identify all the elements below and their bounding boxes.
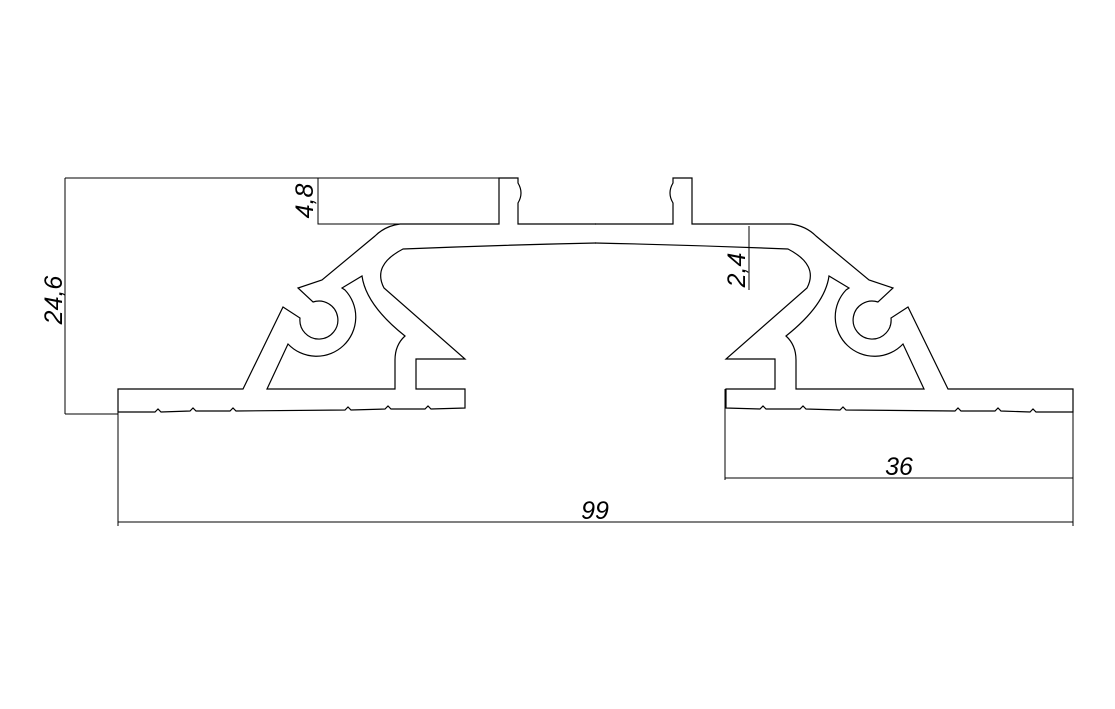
dimension-label-tab-height: 4,8 — [291, 184, 319, 219]
dimension-label-wall-thickness: 2,4 — [723, 253, 751, 289]
dimension-total-height: 24,6 — [40, 177, 499, 415]
dimension-label-base-width: 36 — [885, 453, 913, 481]
profile-outline-right — [594, 177, 1074, 413]
dimension-label-total-height: 24,6 — [40, 276, 68, 326]
profile-outline-left — [117, 177, 597, 413]
profile-inner-cavity-left — [266, 275, 406, 390]
dimension-base-width: 36 — [724, 389, 1073, 481]
profile-right-half — [594, 177, 1074, 413]
profile-left-half — [117, 177, 597, 413]
dimension-label-total-width: 99 — [581, 497, 609, 525]
dimension-wall-thickness: 2,4 — [723, 226, 751, 290]
profile-inner-cavity-right — [785, 275, 925, 390]
dimension-tab-height: 4,8 — [291, 178, 499, 225]
dimension-total-width: 99 — [117, 389, 1074, 526]
